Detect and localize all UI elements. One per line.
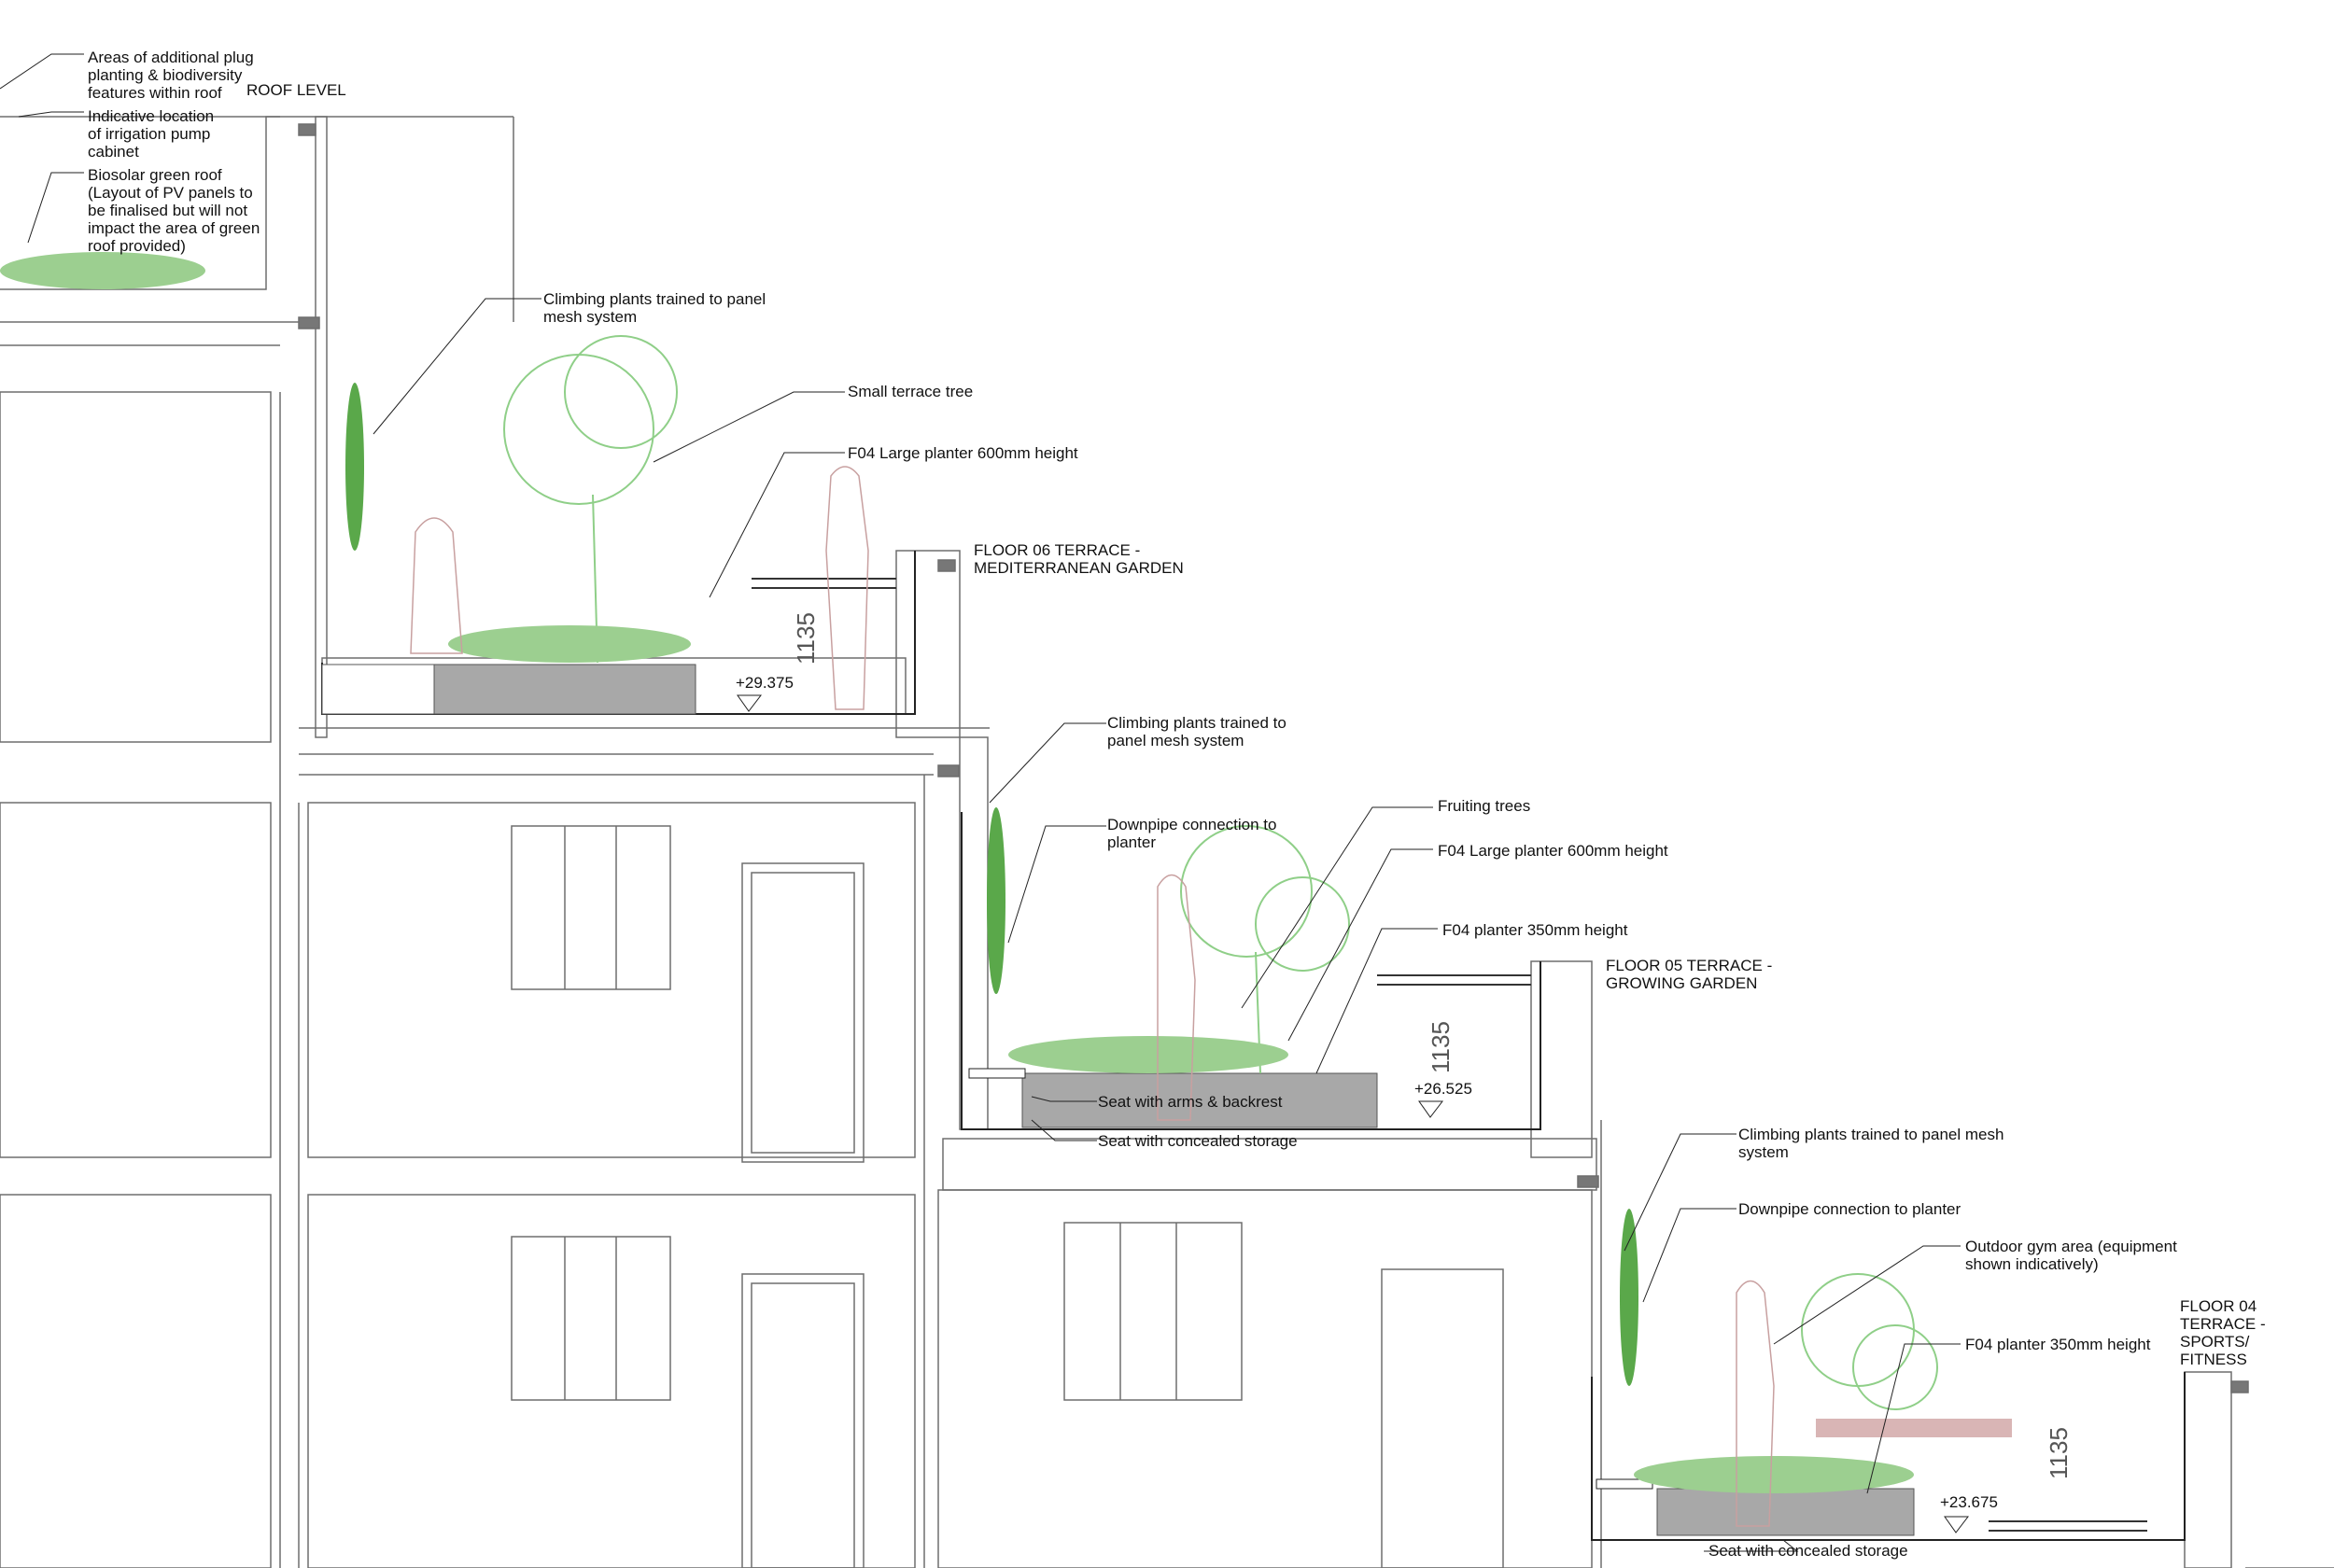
label-f05-seat-storage: Seat with concealed storage (1098, 1132, 1298, 1150)
label-f06-planter: F04 Large planter 600mm height (848, 444, 1078, 462)
trees (503, 335, 1938, 1410)
label-f04-title: FLOOR 04 TERRACE - SPORTS/ FITNESS (2180, 1297, 2266, 1368)
label-f05-planter-350: F04 planter 350mm height (1442, 921, 1628, 939)
ground-planting (0, 252, 1914, 1493)
label-f06-tree: Small terrace tree (848, 383, 974, 400)
level-f05: +26.525 (1414, 1080, 1472, 1098)
label-f05-downpipe: Downpipe connection to planter (1107, 816, 1277, 851)
leader-lines (0, 53, 1961, 1552)
dim-f04-balustrade: 1135 (2045, 1427, 2073, 1479)
label-biosolar-roof: Biosolar green roof (Layout of PV panels… (88, 166, 260, 255)
level-markers (737, 694, 1970, 1533)
label-f04-gym: Outdoor gym area (equipment shown indica… (1965, 1238, 2177, 1273)
gym-bench (1816, 1419, 2012, 1437)
label-f04-planter-350: F04 planter 350mm height (1965, 1336, 2151, 1353)
climbing-plants (345, 383, 1638, 1386)
label-f05-seat-arms: Seat with arms & backrest (1098, 1093, 1283, 1111)
label-f04-climbing: Climbing plants trained to panel mesh sy… (1738, 1126, 2004, 1161)
level-f06: +29.375 (736, 674, 794, 692)
label-f04-seat-storage: Seat with concealed storage (1708, 1542, 1908, 1560)
label-f05-large-planter: F04 Large planter 600mm height (1438, 842, 1668, 860)
label-roof-plug-planting: Areas of additional plug planting & biod… (88, 49, 254, 102)
label-f05-fruiting: Fruiting trees (1438, 797, 1531, 815)
people-figures (410, 466, 1775, 1527)
label-irrigation-pump: Indicative location of irrigation pump c… (88, 107, 215, 161)
level-f04: +23.675 (1940, 1493, 1998, 1511)
label-f06-title: FLOOR 06 TERRACE - MEDITERRANEAN GARDEN (974, 541, 1184, 577)
label-f05-climbing: Climbing plants trained to panel mesh sy… (1107, 714, 1287, 749)
dim-f05-balustrade: 1135 (1427, 1021, 1455, 1073)
label-f06-climbing: Climbing plants trained to panel mesh sy… (543, 290, 766, 326)
label-f05-title: FLOOR 05 TERRACE - GROWING GARDEN (1606, 957, 1773, 992)
dim-f06-balustrade: 1135 (792, 612, 820, 665)
label-roof-level: ROOF LEVEL (246, 81, 346, 99)
balustrades (752, 578, 2147, 1532)
planters (321, 664, 1915, 1536)
label-f04-downpipe: Downpipe connection to planter (1738, 1200, 1961, 1218)
